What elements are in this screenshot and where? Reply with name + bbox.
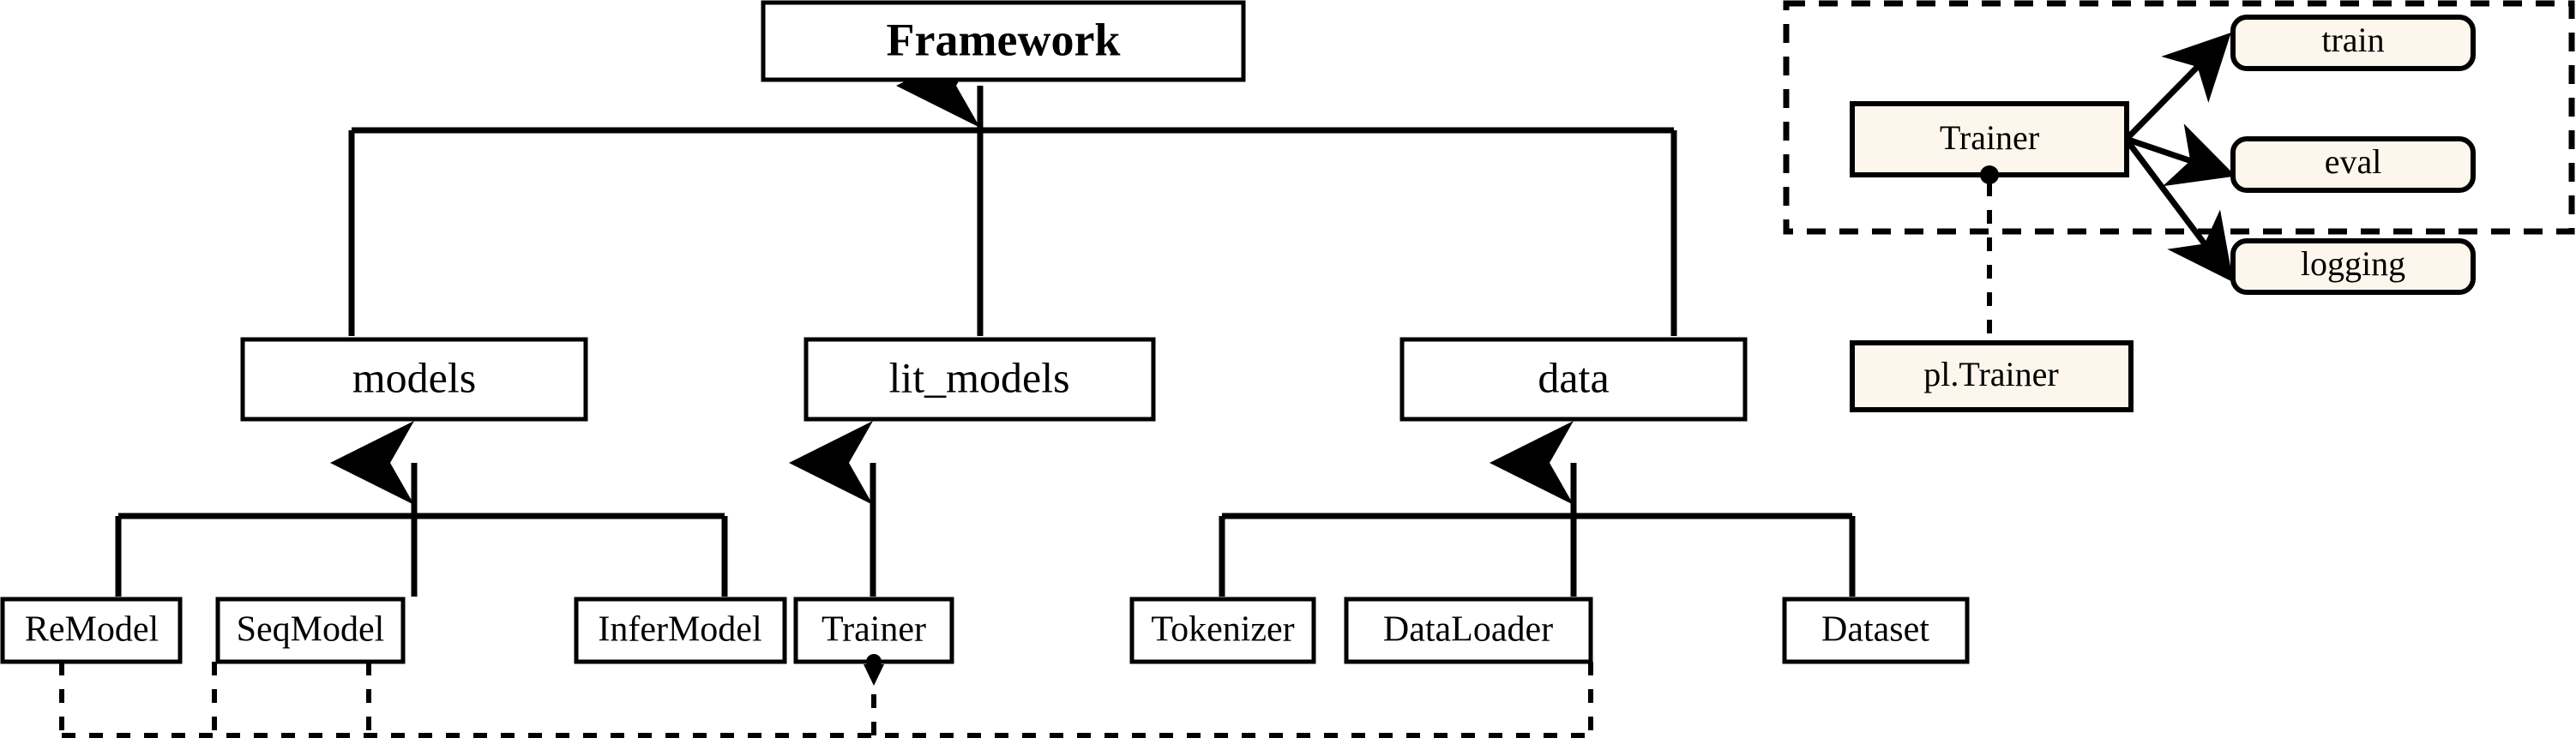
node-tokenizer-label: Tokenizer (1151, 610, 1294, 650)
node-models-label: models (352, 353, 476, 401)
dependency-arrowhead (864, 664, 884, 686)
composition-dot-trainer (866, 654, 882, 669)
panel-edge-trainer-logging (2126, 140, 2234, 283)
panel-node-pl-trainer-label: pl.Trainer (1923, 355, 2058, 393)
panel-node-logging-label: logging (2301, 244, 2405, 283)
panel-node-logging[interactable]: logging (2230, 238, 2476, 295)
edge-framework-bus (348, 44, 1677, 336)
node-infermodel[interactable]: InferModel (574, 597, 787, 664)
edge-dependency-bus (59, 654, 1593, 738)
node-dataset-label: Dataset (1821, 610, 1929, 650)
node-dataloader-label: DataLoader (1383, 610, 1553, 650)
node-lit-models[interactable]: lit_models (803, 337, 1156, 422)
edge-models-bus (115, 421, 728, 597)
panel-node-eval[interactable]: eval (2230, 136, 2476, 193)
node-data[interactable]: data (1399, 337, 1748, 422)
node-remodel[interactable]: ReModel (0, 597, 183, 664)
panel-node-trainer[interactable]: Trainer (1850, 101, 2129, 177)
composition-dot-panel (1980, 165, 1999, 184)
panel-edge-trainer-eval (2127, 123, 2236, 187)
edge-data-bus (1219, 421, 1856, 597)
node-framework-label: Framework (887, 14, 1121, 65)
node-seqmodel-label: SeqModel (237, 610, 385, 650)
node-trainer[interactable]: Trainer (793, 597, 954, 664)
node-models[interactable]: models (240, 337, 588, 422)
panel-node-trainer-label: Trainer (1940, 118, 2039, 157)
node-framework[interactable]: Framework (761, 0, 1246, 82)
node-infermodel-label: InferModel (598, 610, 761, 650)
node-dataloader[interactable]: DataLoader (1344, 597, 1593, 664)
node-data-label: data (1538, 353, 1609, 401)
node-tokenizer[interactable]: Tokenizer (1129, 597, 1316, 664)
panel-node-eval-label: eval (2325, 142, 2382, 181)
node-remodel-label: ReModel (25, 610, 159, 650)
node-lit-models-label: lit_models (888, 353, 1069, 401)
panel-node-train-label: train (2321, 21, 2384, 59)
panel-edge-trainer-train (2126, 33, 2231, 140)
panel-node-pl-trainer[interactable]: pl.Trainer (1850, 340, 2134, 412)
panel-edge-trainer-pltrainer (1980, 165, 1999, 343)
panel-node-train[interactable]: train (2230, 15, 2476, 71)
node-seqmodel[interactable]: SeqModel (215, 597, 406, 664)
node-dataset[interactable]: Dataset (1782, 597, 1970, 664)
node-trainer-label: Trainer (822, 610, 926, 650)
trainer-detail-panel: Trainer pl.Trainer (1783, 0, 2575, 412)
